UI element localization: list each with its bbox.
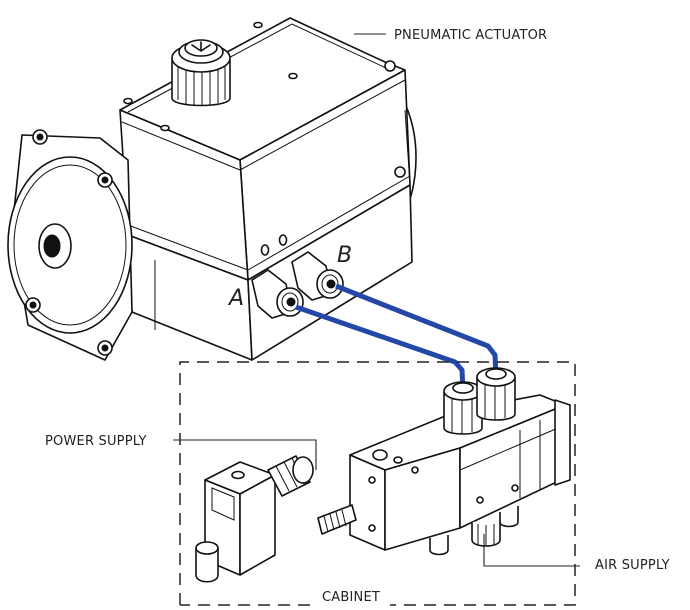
valve-fitting-right [476, 367, 516, 421]
tube-port-a [295, 304, 466, 393]
port-a-label: A [227, 286, 244, 311]
port-b-fitting [291, 251, 344, 301]
air-supply-label: AIR SUPPLY [595, 558, 670, 573]
pneumatic-actuator: A B [7, 17, 417, 361]
air-tubing [295, 283, 499, 393]
solenoid-valve [317, 367, 571, 556]
cabinet-border [179, 361, 576, 606]
tube-port-b [335, 283, 499, 379]
valve-fitting-left [443, 381, 483, 435]
cabinet-label: CABINET [322, 590, 380, 605]
pneumatic-actuator-label: PNEUMATIC ACTUATOR [394, 28, 547, 43]
indicator-knob [171, 39, 231, 107]
port-b-label: B [337, 243, 352, 268]
power-supply-label: POWER SUPPLY [45, 434, 147, 449]
label-group: PNEUMATIC ACTUATOR POWER SUPPLY AIR SUPP… [45, 28, 670, 605]
power-connector [195, 455, 314, 583]
